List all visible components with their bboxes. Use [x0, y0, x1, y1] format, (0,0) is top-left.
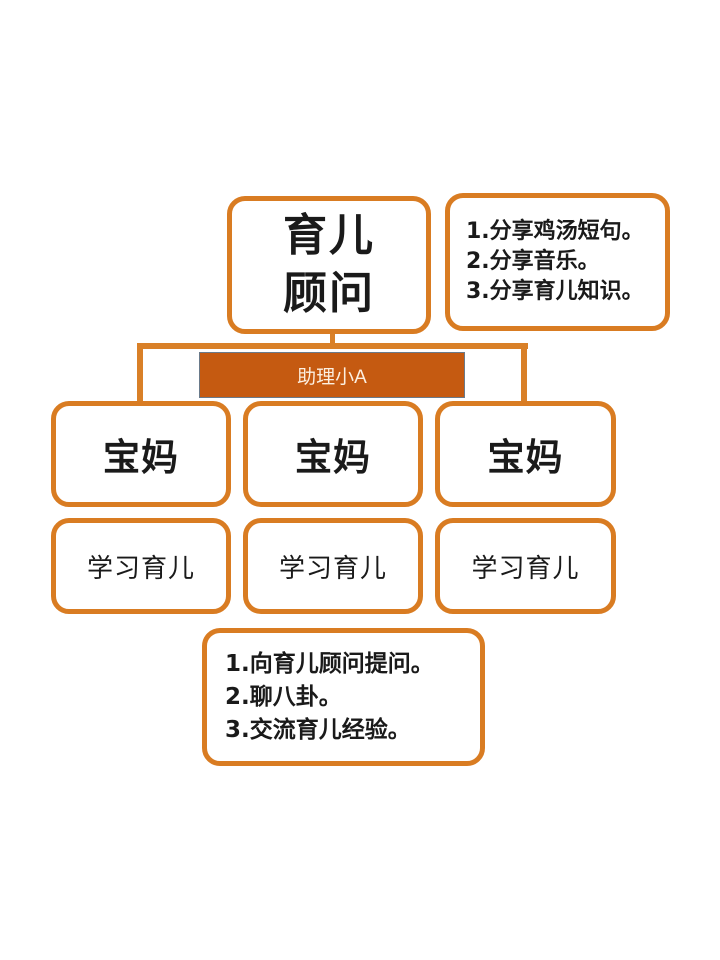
learn-box-1: 学习育儿 [51, 518, 231, 614]
connector-center-stub [330, 330, 335, 346]
mom-box-3: 宝妈 [435, 401, 616, 507]
learn-box-2: 学习育儿 [243, 518, 423, 614]
mom-tasks-box: 1.向育儿顾问提问。 2.聊八卦。 3.交流育儿经验。 [202, 628, 485, 766]
advisor-title-line1: 育儿 [283, 210, 375, 261]
advisor-task-item: 1.分享鸡汤短句。 [466, 219, 644, 244]
mom-task-item: 3.交流育儿经验。 [225, 716, 411, 743]
mom-label: 宝妈 [487, 436, 564, 479]
learn-label: 学习育儿 [278, 553, 387, 584]
advisor-task-item: 2.分享音乐。 [466, 249, 600, 274]
connector-left-leg [137, 343, 143, 405]
assistant-label: 助理小A [199, 352, 465, 398]
mom-label: 宝妈 [103, 436, 179, 479]
advisor-title-line2: 顾问 [283, 268, 375, 319]
mom-box-1: 宝妈 [51, 401, 231, 507]
advisor-tasks-box: 1.分享鸡汤短句。 2.分享音乐。 3.分享育儿知识。 [445, 193, 670, 331]
learn-label: 学习育儿 [86, 553, 195, 584]
mom-label: 宝妈 [295, 436, 371, 479]
mom-task-item: 2.聊八卦。 [225, 683, 342, 710]
advisor-task-item: 3.分享育儿知识。 [466, 279, 644, 304]
advisor-box: 育儿 顾问 [227, 196, 431, 334]
connector-right-leg [521, 343, 527, 405]
learn-label: 学习育儿 [471, 553, 580, 584]
learn-box-3: 学习育儿 [435, 518, 616, 614]
mom-box-2: 宝妈 [243, 401, 423, 507]
connector-horizontal [138, 343, 528, 349]
mom-task-item: 1.向育儿顾问提问。 [225, 650, 434, 677]
